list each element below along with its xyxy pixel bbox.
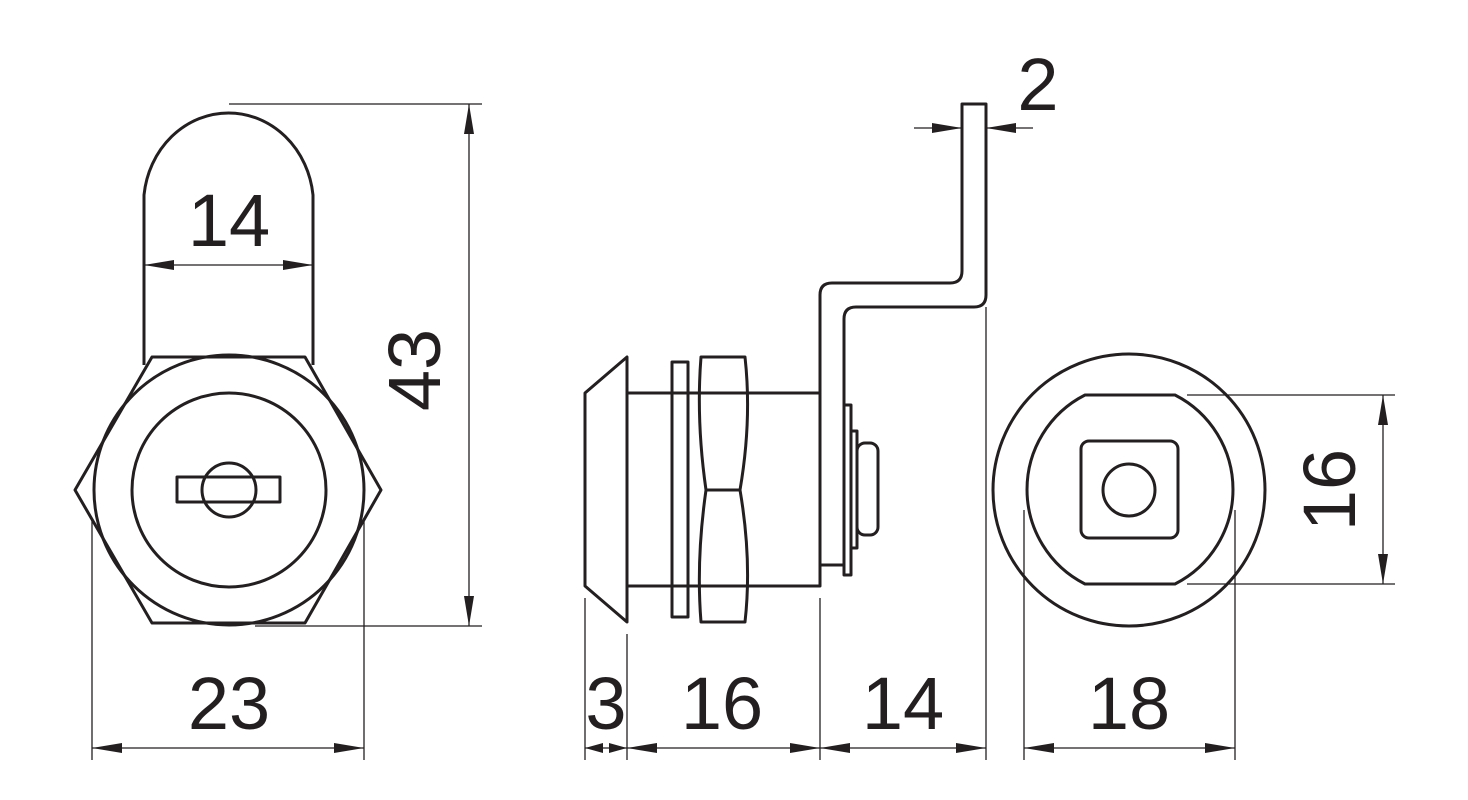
back-view: 16 18 [991,352,1395,760]
keyhole-slot [175,475,282,504]
lock-dome [142,111,315,365]
dim-label-14-top: 14 [188,179,270,262]
dim-arrows-3 [585,743,627,753]
side-nut [697,355,750,624]
screw-head [855,441,880,537]
keyhole-circle [200,461,258,519]
dim-label-18: 18 [1088,662,1170,745]
spindle-hole [1101,462,1157,518]
flange [583,355,629,624]
hex-nut-outline [73,355,383,625]
back-outer-circle [991,352,1267,628]
dim-label-2: 2 [1017,43,1058,126]
cam-plate [818,102,988,586]
dim-label-14-side: 14 [862,662,944,745]
front-view: 14 43 23 [73,103,482,760]
dim-label-43: 43 [373,329,456,411]
face-inner-circle [130,391,328,589]
face-outer-circle [92,353,366,627]
dim-label-16-side: 16 [681,662,763,745]
dim-label-23: 23 [188,662,270,745]
dim-label-16-back: 16 [1288,449,1371,531]
threaded-body-with-flats [1025,393,1235,586]
dim-label-3: 3 [585,662,626,745]
washer [670,360,690,619]
side-view: 2 3 16 14 [583,43,1059,760]
square-spindle [1079,439,1180,540]
